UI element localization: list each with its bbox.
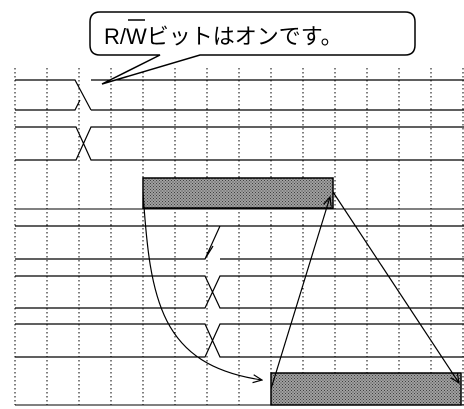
signal-lines <box>15 79 464 406</box>
callout-overlined-char: W <box>126 24 147 49</box>
arrows <box>142 191 459 390</box>
shaded-block-lower <box>270 372 462 406</box>
callout-prefix: R/ <box>104 24 127 49</box>
signal-row-5 <box>15 275 464 309</box>
callout-bubble: R/Wビットはオンです。 <box>89 11 416 85</box>
callout-suffix: ビットはオンです。 <box>147 24 343 49</box>
signal-row-4 <box>15 225 464 260</box>
signal-row-2 <box>15 126 464 161</box>
signal-row-6 <box>15 323 464 358</box>
callout-shape <box>89 11 416 85</box>
arrow-curve-to-lower-block <box>142 191 262 380</box>
vertical-grid <box>14 68 464 405</box>
arrow-lower-to-upper <box>270 197 330 390</box>
callout-text: R/Wビットはオンです。 <box>104 24 343 49</box>
shaded-block-upper <box>142 177 334 209</box>
arrow-upper-to-lower-right <box>332 191 459 383</box>
signal-row-1-lower <box>15 99 81 111</box>
signal-row-1-top <box>15 79 92 111</box>
